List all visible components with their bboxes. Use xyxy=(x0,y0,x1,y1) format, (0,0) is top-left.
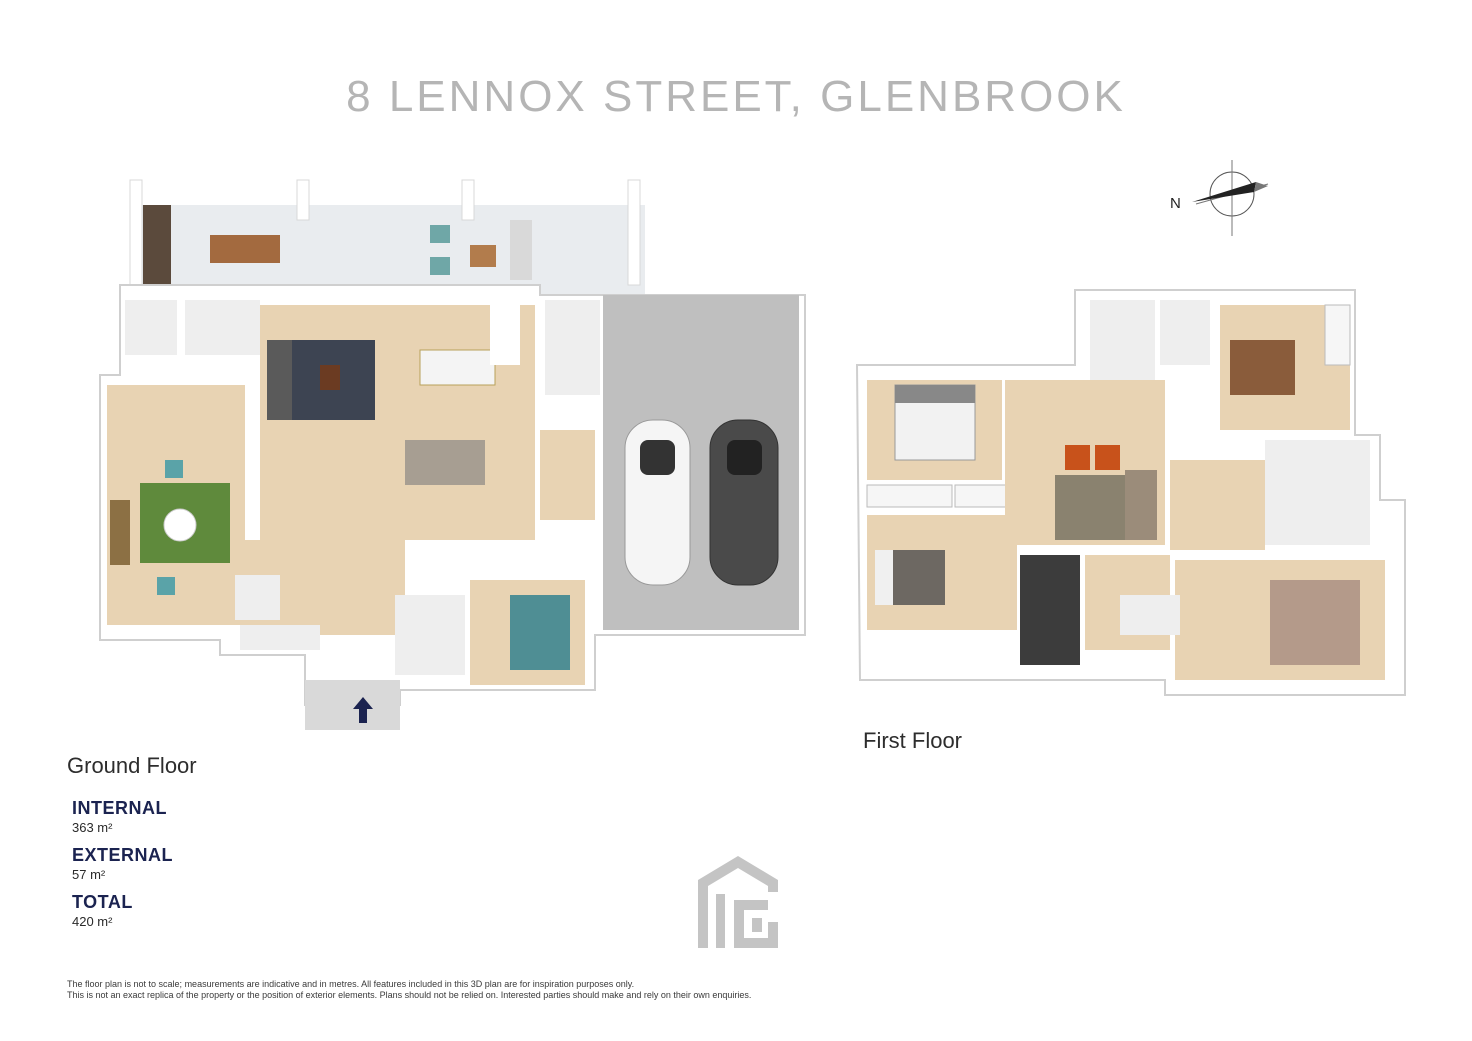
study-desk xyxy=(1120,595,1180,635)
area-external-value: 57 m² xyxy=(72,867,106,882)
rumpus-sofa xyxy=(1125,470,1157,540)
area-internal-label: INTERNAL xyxy=(72,798,167,818)
guest-ensuite xyxy=(395,595,465,675)
outdoor-dining-table xyxy=(210,235,280,263)
first-floor-label: First Floor xyxy=(863,728,962,753)
area-external-label: EXTERNAL xyxy=(72,845,174,865)
area-total: TOTAL 420 m² xyxy=(72,892,133,929)
bedroom-2-robe xyxy=(866,484,953,508)
first-stairs xyxy=(1020,555,1080,665)
disclaimer: The floor plan is not to scale; measurem… xyxy=(67,979,751,1001)
kitchen-island xyxy=(405,440,485,485)
area-total-value: 420 m² xyxy=(72,914,113,929)
first-floor-plan xyxy=(855,289,1406,696)
compass-icon: N xyxy=(1170,160,1269,236)
ensuite xyxy=(1265,440,1370,545)
butlers-pantry xyxy=(545,300,600,395)
area-external: EXTERNAL 57 m² xyxy=(72,845,173,882)
bedroom-4-rug xyxy=(1270,580,1360,665)
powder-room xyxy=(185,300,260,355)
toilet-room xyxy=(1160,300,1210,365)
bedroom-3-robe xyxy=(954,484,1008,508)
ground-stairs xyxy=(235,575,280,620)
walk-in-robe xyxy=(1170,460,1265,550)
front-porch xyxy=(305,680,400,730)
area-internal: INTERNAL 363 m² xyxy=(72,798,167,835)
bbq-bench xyxy=(143,205,171,295)
brand-logo-icon xyxy=(698,856,778,948)
disclaimer-line-2: This is not an exact replica of the prop… xyxy=(67,990,752,1000)
ground-floor-plan xyxy=(99,179,806,730)
disclaimer-line-1: The floor plan is not to scale; measurem… xyxy=(67,979,635,989)
dining-table xyxy=(419,349,496,386)
master-bed xyxy=(1230,340,1295,395)
laundry-room xyxy=(125,300,177,355)
area-total-label: TOTAL xyxy=(72,892,133,912)
ground-floor-label: Ground Floor xyxy=(67,753,197,778)
family-sofa xyxy=(267,340,292,420)
entry-arrow-icon xyxy=(353,697,373,723)
guest-bed xyxy=(510,595,570,670)
study-nook xyxy=(540,430,595,520)
area-internal-value: 363 m² xyxy=(72,820,113,835)
lounge-sofa xyxy=(110,500,130,565)
page-title: 8 LENNOX STREET, GLENBROOK xyxy=(346,72,1126,121)
main-bathroom xyxy=(1090,300,1155,395)
compass-north-label: N xyxy=(1170,195,1181,212)
